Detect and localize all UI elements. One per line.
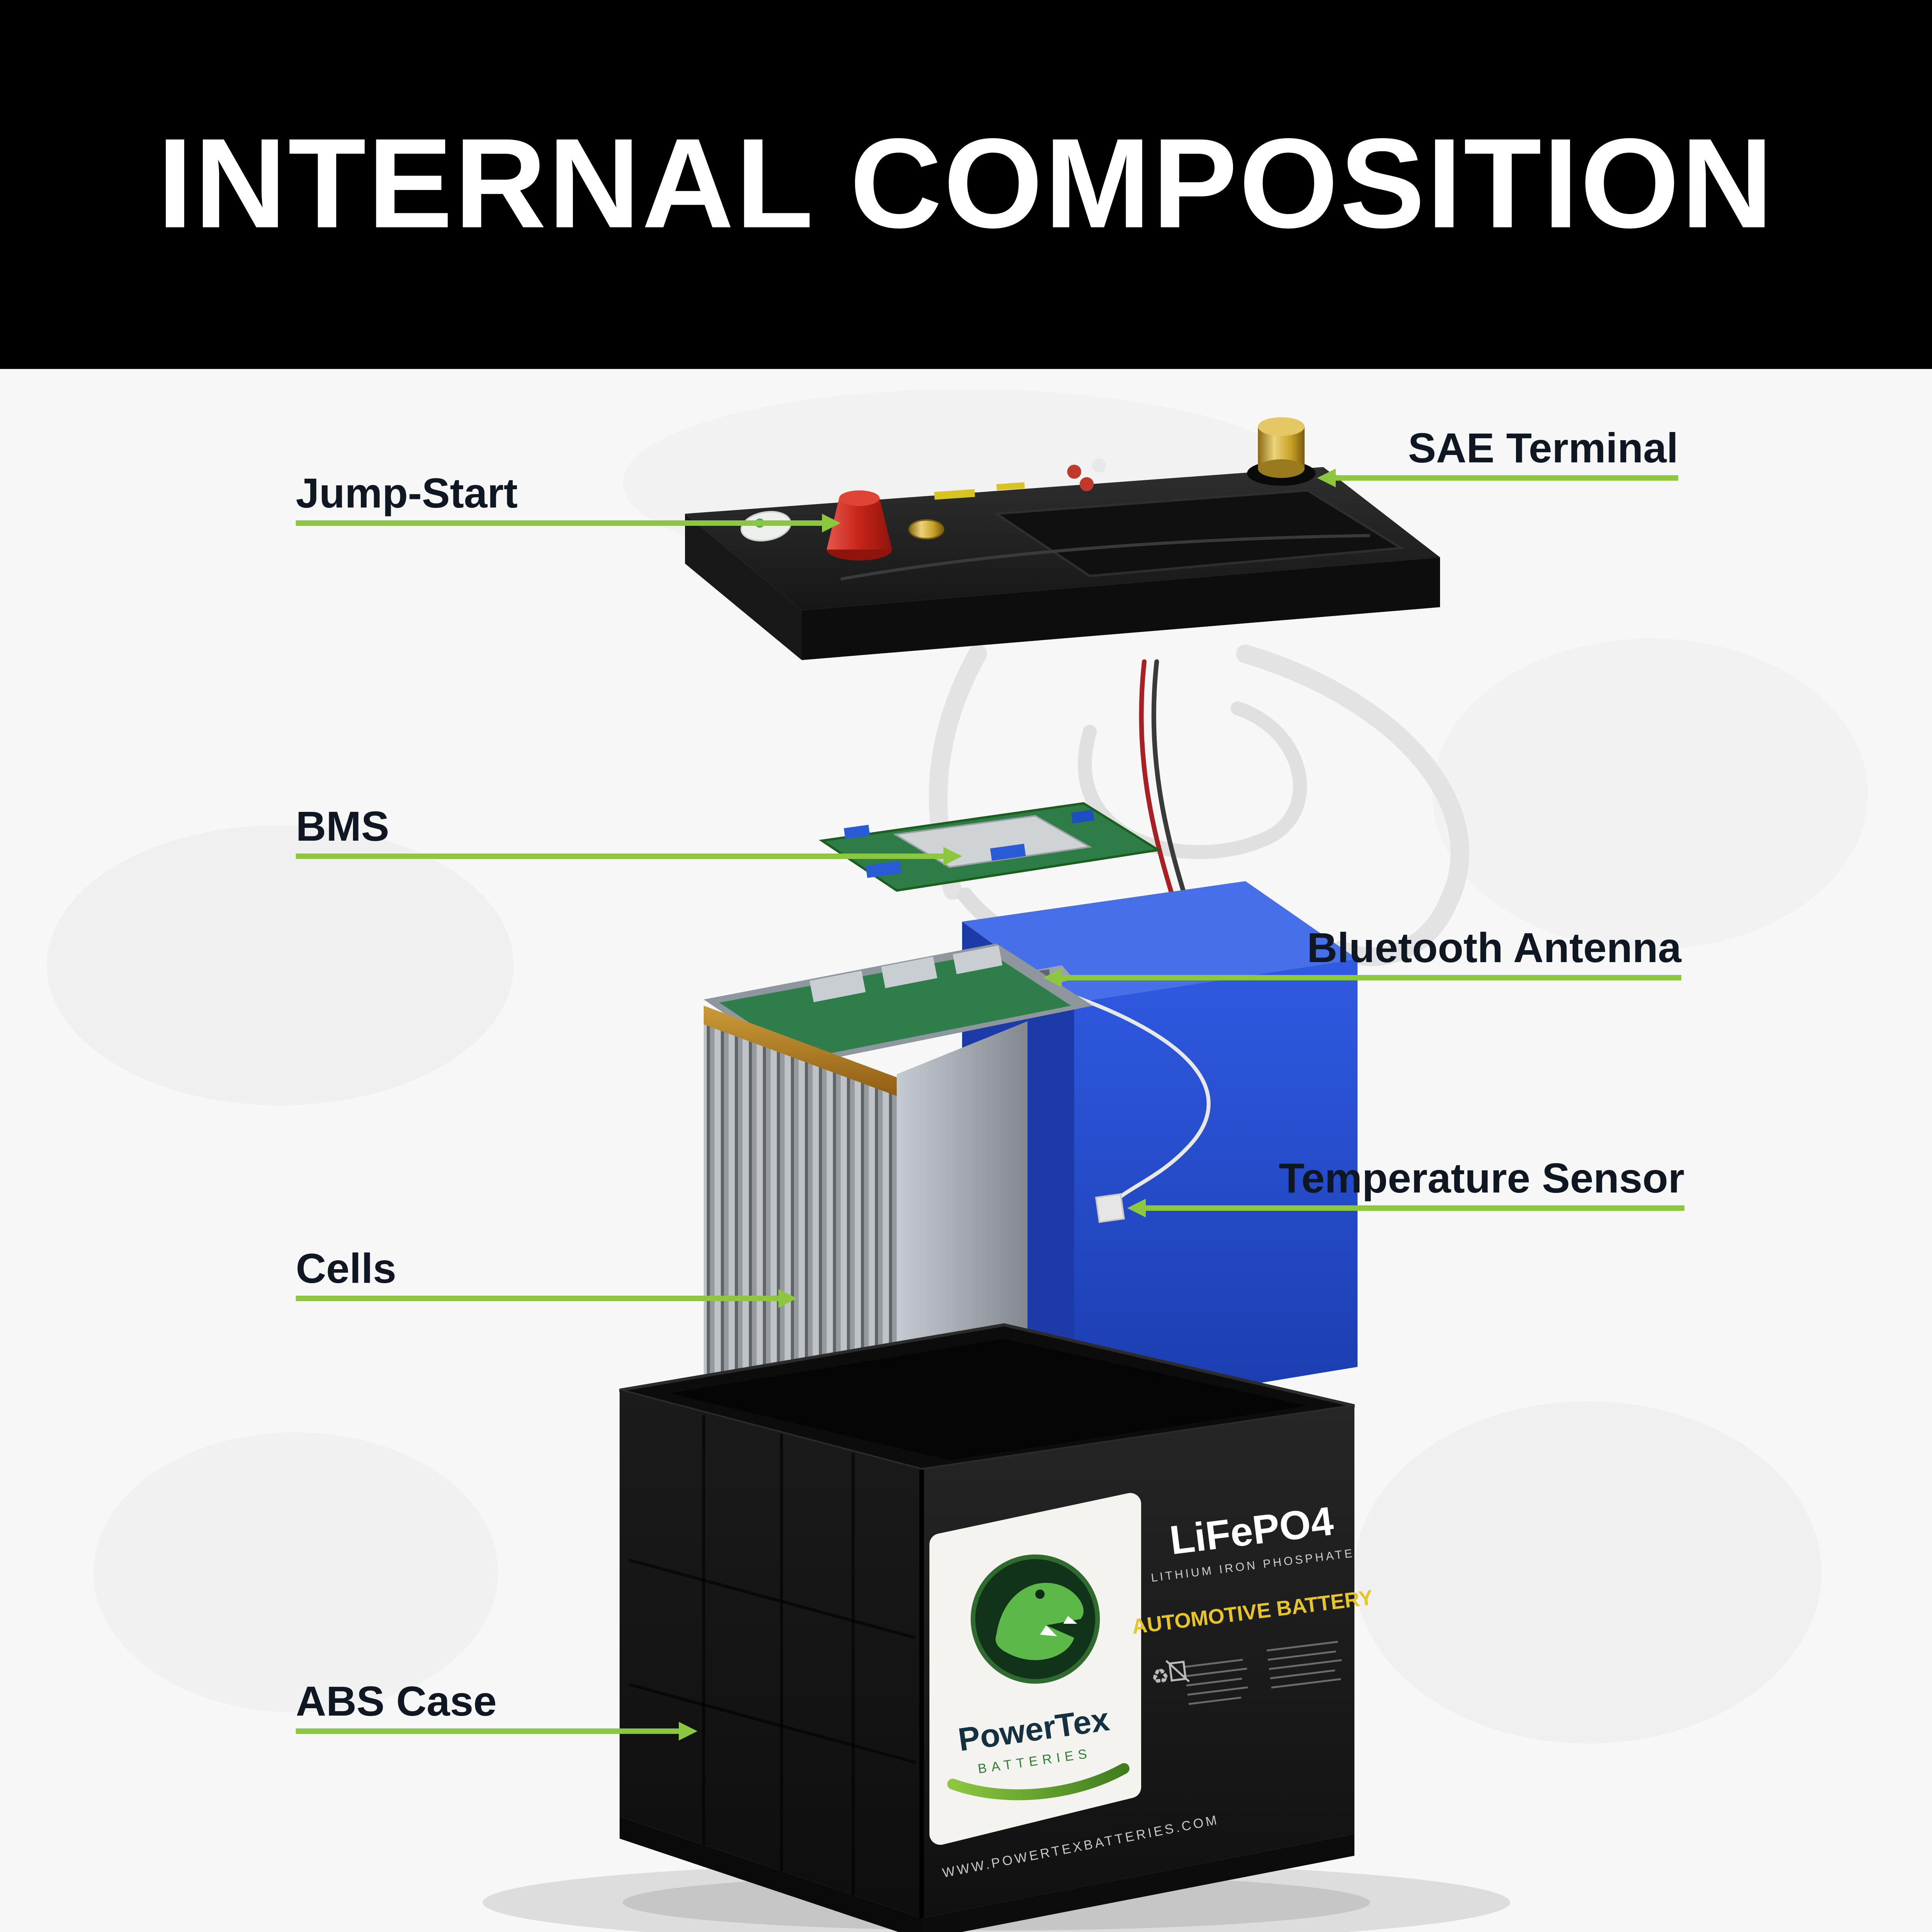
- antenna-wire: [1045, 985, 1211, 1207]
- fine-print-lines: [1184, 1640, 1342, 1705]
- brass-insert: [908, 519, 944, 539]
- warning-dot: [1080, 477, 1094, 491]
- callout-abs-case-label: ABS Case: [296, 1678, 497, 1725]
- callout-cells: Cells: [296, 1245, 396, 1294]
- title-banner: INTERNAL COMPOSITION: [0, 0, 1932, 369]
- jump-start-cap: [827, 490, 892, 560]
- warning-dot: [1067, 465, 1081, 479]
- callout-jump-start-label: Jump-Start: [296, 470, 518, 517]
- battery-top-lid: [685, 417, 1440, 660]
- temperature-sensor-pad: [1095, 1193, 1125, 1223]
- callout-cells-label: Cells: [296, 1245, 397, 1292]
- page-title: INTERNAL COMPOSITION: [157, 113, 1775, 255]
- callout-bluetooth-antenna-label: Bluetooth Antenna: [1307, 925, 1681, 971]
- sae-terminal-post: [1247, 417, 1316, 486]
- callout-temperature-sensor: Temperature Sensor: [1279, 1155, 1684, 1203]
- callout-bms-label: BMS: [296, 803, 389, 850]
- case-grooves: [628, 1415, 916, 1896]
- abs-case: PowerTex BATTERIES LiFePO4 LITHIUM IRON …: [619, 1323, 1374, 1932]
- callout-jump-start: Jump-Start: [296, 470, 518, 518]
- recycle-icon: ♻: [1150, 1665, 1170, 1689]
- warning-dot: [1092, 458, 1106, 472]
- green-swoosh: [947, 1763, 1129, 1800]
- dinosaur-logo-icon: [971, 1554, 1100, 1684]
- callout-temperature-sensor-label: Temperature Sensor: [1279, 1155, 1684, 1202]
- callout-sae-terminal-label: SAE Terminal: [1408, 425, 1678, 472]
- callout-bms: BMS: [296, 803, 389, 852]
- background-shading: [47, 389, 1868, 1744]
- crossed-bin-icon: [1165, 1660, 1190, 1683]
- callout-sae-terminal: SAE Terminal: [1408, 425, 1678, 473]
- callout-leaders: [296, 469, 1684, 1741]
- callout-bluetooth-antenna: Bluetooth Antenna: [1307, 925, 1681, 973]
- callout-abs-case: ABS Case: [296, 1678, 497, 1727]
- brand-label: PowerTex BATTERIES: [929, 1493, 1141, 1845]
